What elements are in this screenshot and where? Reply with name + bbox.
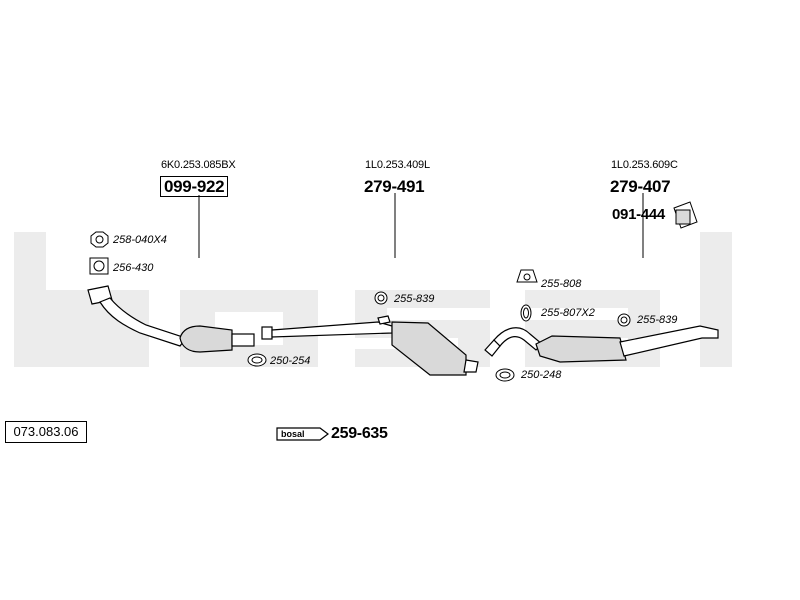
catalog-number-box: 073.083.06 (5, 421, 87, 443)
kit-part-number[interactable]: 259-635 (331, 425, 388, 442)
accessory-clamp-rear-label[interactable]: 250-248 (521, 369, 562, 381)
clamp-rear-icon (495, 368, 515, 382)
part-number-tail-trim[interactable]: 091-444 (612, 206, 665, 223)
accessory-gasket-label[interactable]: 256-430 (113, 262, 154, 274)
accessory-rubber-ring-rear-label[interactable]: 255-839 (637, 314, 678, 326)
rear-muffler-assembly (484, 325, 719, 363)
accessory-rubber-mount-label[interactable]: 255-808 (541, 278, 582, 290)
accessory-rubber-ring-pair-label[interactable]: 255-807X2 (541, 307, 595, 319)
part-number-front[interactable]: 099-922 (160, 176, 229, 197)
front-pipe-catalyst (87, 285, 255, 353)
accessory-rubber-ring-label[interactable]: 255-839 (394, 293, 435, 305)
rubber-ring-rear-icon (617, 313, 631, 327)
oem-number-rear: 1L0.253.609C (611, 159, 678, 171)
part-number-middle[interactable]: 279-491 (364, 177, 425, 196)
rubber-mount-icon (516, 269, 538, 283)
oem-number-front: 6K0.253.085BX (161, 159, 236, 171)
tail-trim-icon (673, 201, 698, 229)
accessory-nut-label[interactable]: 258-040X4 (113, 234, 167, 246)
gasket-icon (89, 257, 109, 275)
nut-icon (90, 231, 109, 248)
leader-lines (198, 193, 644, 258)
kit-logo-text: bosal (281, 429, 305, 439)
accessory-clamp-label[interactable]: 250-254 (270, 355, 311, 367)
oem-number-middle: 1L0.253.409L (365, 159, 430, 171)
rubber-ring-icon (374, 291, 388, 305)
kit-logo-box (276, 427, 329, 441)
clamp-icon (247, 353, 267, 367)
middle-muffler-assembly (261, 315, 479, 376)
part-number-rear[interactable]: 279-407 (610, 177, 671, 196)
rubber-ring-pair-icon (520, 304, 532, 322)
